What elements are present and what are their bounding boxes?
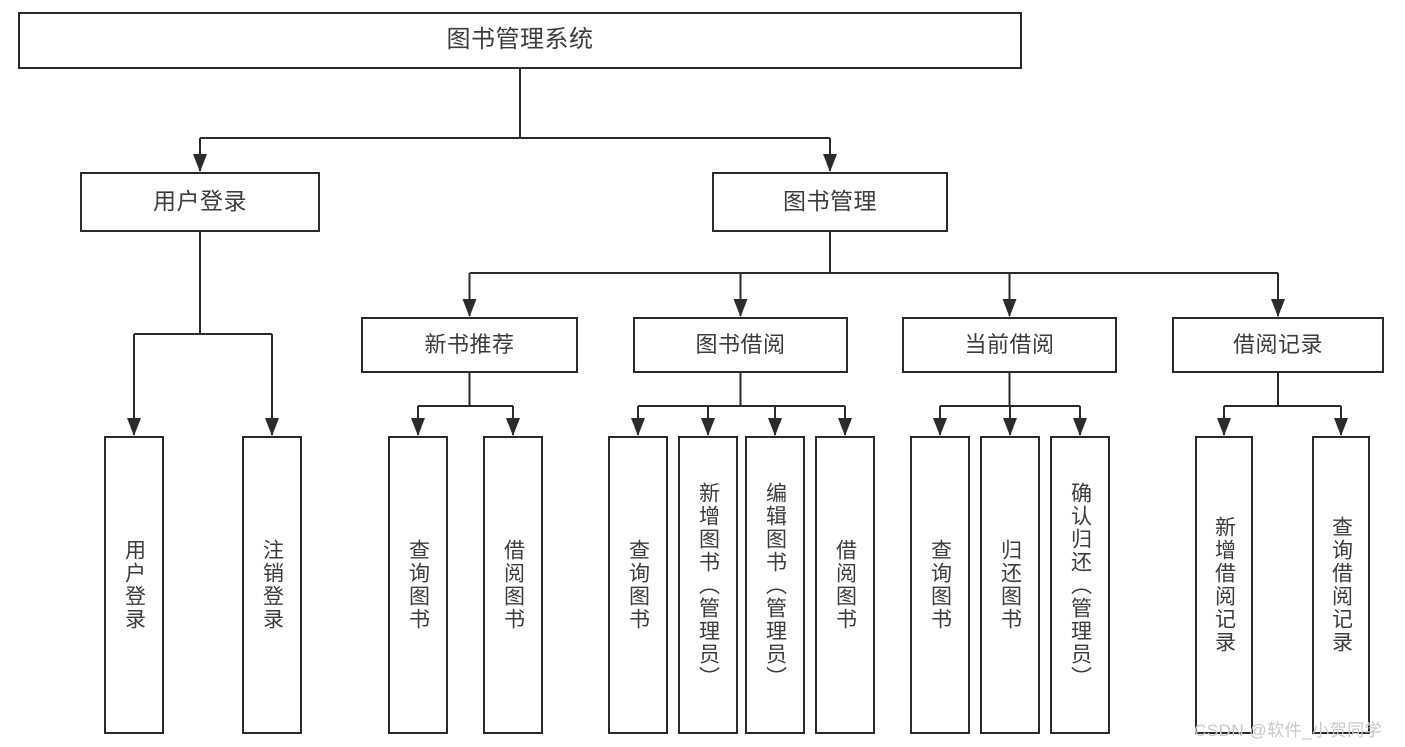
node-label-leaf-rec-query: 查询图书	[406, 539, 430, 631]
arrow-current-borrow-to-leaf-return-confirm	[1073, 418, 1087, 436]
node-root[interactable]: 图书管理系统	[18, 12, 1022, 69]
node-book-borrow[interactable]: 图书借阅	[633, 317, 848, 373]
arrow-current-borrow-to-leaf-cur-query	[933, 418, 947, 436]
arrow-book-borrow-to-leaf-book-add	[701, 418, 715, 436]
arrow-root-to-book-manage	[823, 154, 837, 172]
node-leaf-rec-borrow[interactable]: 借阅图书	[483, 436, 543, 734]
node-book-manage[interactable]: 图书管理	[712, 172, 948, 232]
arrow-user-login-to-leaf-user-login	[127, 418, 141, 436]
node-label-leaf-return-confirm: 确认归还（管理员）	[1068, 481, 1092, 689]
node-label-borrow-record: 借阅记录	[1232, 331, 1323, 357]
node-leaf-return-confirm[interactable]: 确认归还（管理员）	[1050, 436, 1110, 734]
node-leaf-rec-query2[interactable]: 查询借阅记录	[1312, 436, 1370, 734]
node-leaf-return[interactable]: 归还图书	[980, 436, 1040, 734]
node-label-leaf-cur-query: 查询图书	[928, 539, 952, 631]
arrow-book-manage-to-borrow-record	[1271, 299, 1285, 317]
node-label-root: 图书管理系统	[446, 26, 594, 54]
node-label-leaf-rec-borrow: 借阅图书	[501, 539, 525, 631]
node-label-leaf-return: 归还图书	[998, 539, 1022, 631]
arrow-book-borrow-to-leaf-borrow-query	[631, 418, 645, 436]
arrow-root-to-user-login	[193, 154, 207, 172]
node-new-book-rec[interactable]: 新书推荐	[361, 317, 578, 373]
arrow-book-borrow-to-leaf-borrow-do	[838, 418, 852, 436]
arrow-borrow-record-to-leaf-rec-add	[1217, 418, 1231, 436]
arrow-new-book-rec-to-leaf-rec-borrow	[506, 418, 520, 436]
arrow-user-login-to-leaf-user-logout	[265, 418, 279, 436]
node-label-leaf-borrow-do: 借阅图书	[833, 539, 857, 631]
node-leaf-user-logout[interactable]: 注销登录	[242, 436, 302, 734]
node-user-login[interactable]: 用户登录	[80, 172, 320, 232]
arrow-book-manage-to-current-borrow	[1002, 299, 1017, 317]
node-label-leaf-book-edit: 编辑图书（管理员）	[763, 481, 787, 689]
node-label-leaf-borrow-query: 查询图书	[626, 539, 650, 631]
arrow-book-manage-to-book-borrow	[733, 299, 748, 317]
arrow-book-manage-to-new-book-rec	[462, 299, 477, 317]
arrow-borrow-record-to-leaf-rec-query2	[1334, 418, 1348, 436]
node-label-book-manage: 图书管理	[783, 188, 877, 215]
node-label-leaf-user-logout: 注销登录	[260, 539, 284, 631]
node-label-leaf-rec-add: 新增借阅记录	[1212, 516, 1236, 654]
node-borrow-record[interactable]: 借阅记录	[1172, 317, 1384, 373]
node-label-book-borrow: 图书借阅	[695, 331, 786, 357]
node-leaf-book-edit[interactable]: 编辑图书（管理员）	[745, 436, 805, 734]
node-leaf-cur-query[interactable]: 查询图书	[910, 436, 970, 734]
arrow-new-book-rec-to-leaf-rec-query	[411, 418, 425, 436]
node-label-new-book-rec: 新书推荐	[424, 331, 515, 357]
node-label-leaf-user-login: 用户登录	[122, 539, 146, 631]
connector-group	[127, 69, 1348, 436]
node-label-user-login: 用户登录	[153, 188, 247, 215]
arrow-current-borrow-to-leaf-return	[1003, 418, 1017, 436]
node-leaf-borrow-do[interactable]: 借阅图书	[815, 436, 875, 734]
node-label-current-borrow: 当前借阅	[964, 331, 1055, 357]
node-leaf-rec-add[interactable]: 新增借阅记录	[1195, 436, 1253, 734]
node-current-borrow[interactable]: 当前借阅	[902, 317, 1117, 373]
node-leaf-user-login[interactable]: 用户登录	[104, 436, 164, 734]
node-leaf-book-add[interactable]: 新增图书（管理员）	[678, 436, 738, 734]
node-leaf-rec-query[interactable]: 查询图书	[388, 436, 448, 734]
node-leaf-borrow-query[interactable]: 查询图书	[608, 436, 668, 734]
node-label-leaf-book-add: 新增图书（管理员）	[696, 481, 720, 689]
arrow-book-borrow-to-leaf-book-edit	[768, 418, 782, 436]
node-label-leaf-rec-query2: 查询借阅记录	[1329, 516, 1353, 654]
